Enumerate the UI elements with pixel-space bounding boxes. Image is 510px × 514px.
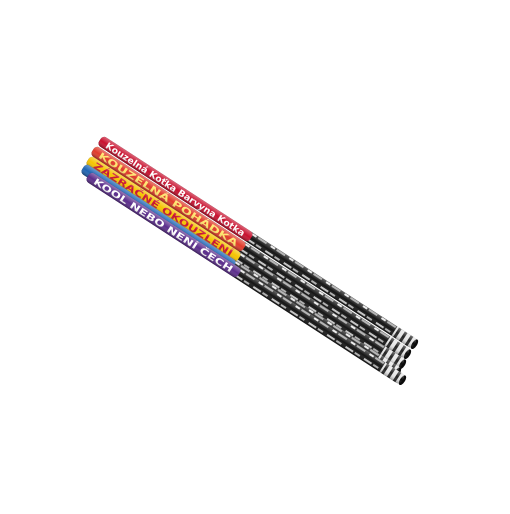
- tube-1: Kouzelná Koťka Barvyna Kotka: [98, 136, 419, 350]
- tube-3: ZÁZRAČNÉ OKOUZLENÍ: [86, 156, 407, 370]
- tube-highlight: [86, 172, 404, 384]
- tube-2: KOUZELNÁ POHÁDKA: [91, 146, 412, 360]
- tube-highlight: [98, 136, 416, 348]
- tube-highlight: [91, 146, 409, 358]
- tube-highlight: [86, 156, 404, 368]
- tube-5: KOOL NEBO NENÍ ČECH: [86, 172, 407, 386]
